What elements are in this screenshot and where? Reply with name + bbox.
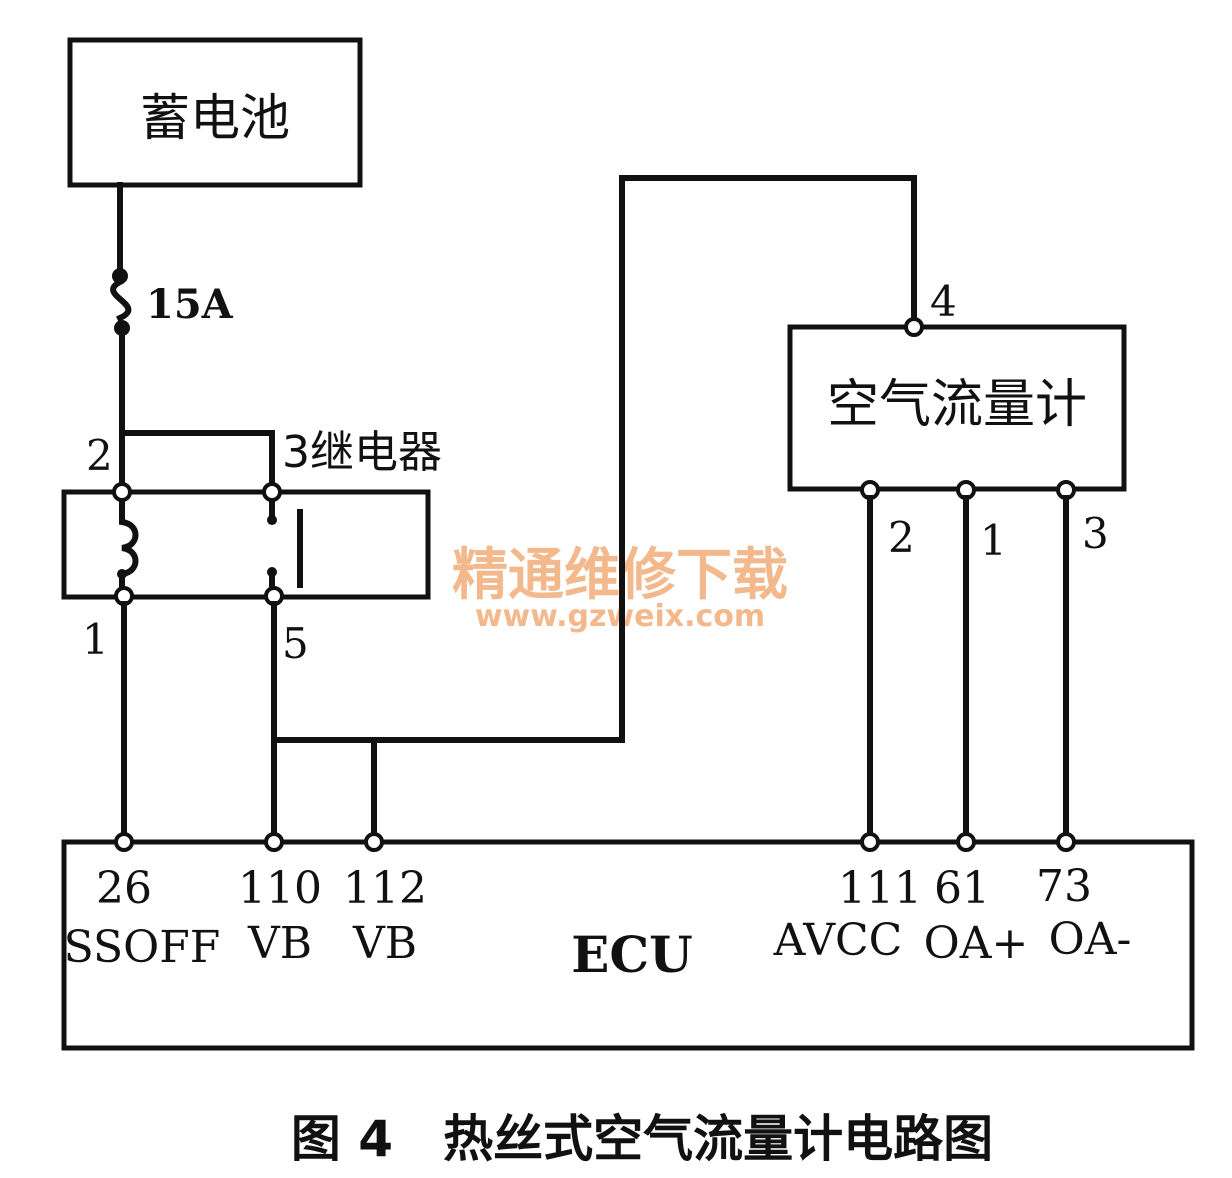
relay-coil xyxy=(119,497,139,593)
figure-caption: 图 4 热丝式空气流量计电路图 xyxy=(291,1110,993,1168)
ecu-box xyxy=(61,839,1195,1051)
ecu: ECU 26 SSOFF 110 VB 112 VB 111 AVCC 61 O… xyxy=(61,832,1195,1051)
maf-pin-1-label: 1 xyxy=(980,516,1007,565)
maf-label: 空气流量计 xyxy=(827,375,1087,435)
fuse-terminal-bottom xyxy=(114,320,130,336)
battery: 蓄电池 xyxy=(67,37,363,188)
fuse: 15A xyxy=(110,268,234,336)
relay-pin-5-label: 5 xyxy=(282,619,309,668)
battery-label: 蓄电池 xyxy=(140,89,290,147)
ecu-pin-signal: AVCC xyxy=(773,915,903,966)
relay-label: 3继电器 xyxy=(282,427,442,478)
ecu-pin-signal: VB xyxy=(352,918,417,969)
ecu-terminal-26 xyxy=(114,832,134,852)
maf-terminal-4 xyxy=(904,317,924,337)
ecu-terminal-110 xyxy=(264,832,284,852)
relay-terminal-2 xyxy=(112,482,132,502)
air-flow-meter: 空气流量计 4 2 1 3 xyxy=(787,277,1127,565)
relay-pin-1-label: 1 xyxy=(82,615,109,664)
relay-coil-dot xyxy=(117,569,127,579)
ecu-pin-number: 110 xyxy=(238,863,322,914)
relay-contact-dot-lower xyxy=(267,567,277,577)
ecu-terminal-61 xyxy=(956,832,976,852)
relay: 2 3继电器 1 5 xyxy=(61,427,442,668)
maf-pin-3-label: 3 xyxy=(1082,509,1109,558)
fuse-element xyxy=(110,277,132,322)
ecu-pin-number: 112 xyxy=(343,863,427,914)
battery-box xyxy=(67,37,363,188)
relay-contact-dot-upper xyxy=(267,515,277,525)
ecu-pin-number: 26 xyxy=(96,863,152,914)
wire-relay-bridge xyxy=(119,430,275,493)
ecu-pin-signal: SSOFF xyxy=(64,922,221,973)
ecu-pin-signal: VB xyxy=(247,918,312,969)
ecu-pin-number: 61 xyxy=(934,863,990,914)
ecu-label: ECU xyxy=(571,925,693,984)
ecu-terminal-111 xyxy=(860,832,880,852)
ecu-pin-number: 73 xyxy=(1036,861,1092,912)
maf-pin-2-label: 2 xyxy=(888,513,915,562)
ecu-pin-signal: OA- xyxy=(1049,914,1132,965)
relay-box xyxy=(61,489,431,600)
relay-terminal-3 xyxy=(262,482,282,502)
ecu-pin-signal: OA+ xyxy=(924,918,1029,969)
maf-pin-4-label: 4 xyxy=(930,277,957,326)
wire-vb-to-maf xyxy=(271,175,917,743)
ecu-terminal-73 xyxy=(1056,832,1076,852)
fuse-terminal-top xyxy=(112,268,128,284)
ecu-pin-number: 111 xyxy=(838,863,922,914)
fuse-label: 15A xyxy=(146,281,234,328)
ecu-terminal-112 xyxy=(364,832,384,852)
relay-pin-2-label: 2 xyxy=(86,431,113,480)
